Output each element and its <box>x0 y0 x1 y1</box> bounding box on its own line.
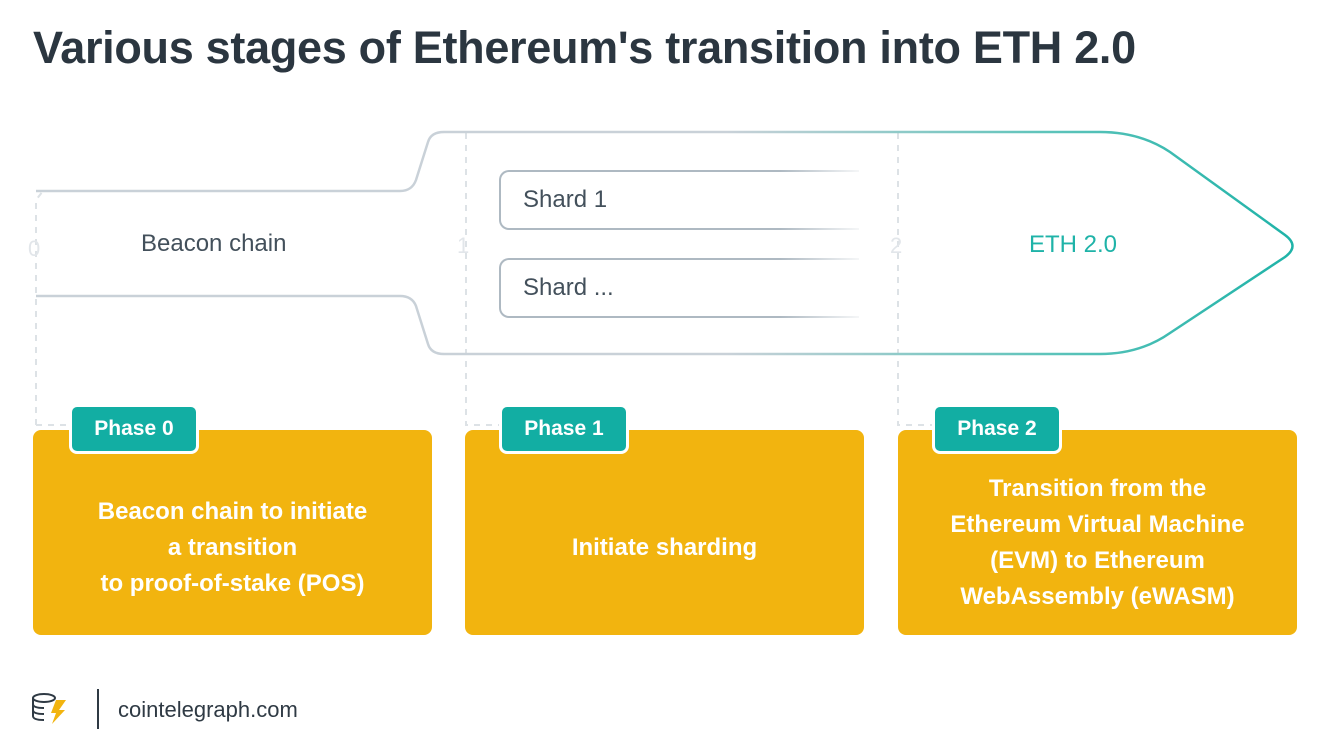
phase-0-card: Beacon chain to initiate a transition to… <box>33 430 432 635</box>
beacon-chain-label: Beacon chain <box>141 230 287 257</box>
stage-number-2: 2 <box>890 233 903 258</box>
phase-2-card: Transition from the Ethereum Virtual Mac… <box>898 430 1297 635</box>
footer-site[interactable]: cointelegraph.com <box>118 697 298 722</box>
phase-2-badge: Phase 2 <box>932 404 1062 454</box>
transition-arrow <box>36 130 1294 356</box>
shard-n-fade <box>780 256 870 320</box>
phase-1-card: Initiate sharding <box>465 430 864 635</box>
cointelegraph-logo-icon <box>32 693 66 724</box>
shard-1-label: Shard 1 <box>523 186 608 213</box>
footer-divider <box>97 689 99 729</box>
stage-number-1: 1 <box>457 233 470 258</box>
eth2-label: ETH 2.0 <box>1029 231 1118 258</box>
stage-2-guide <box>897 133 933 426</box>
phase-0-badge: Phase 0 <box>69 404 199 454</box>
shard-n-label: Shard ... <box>523 274 614 301</box>
phase-1-description: Initiate sharding <box>571 533 758 561</box>
phase-2-description: Transition from the Ethereum Virtual Mac… <box>950 474 1245 610</box>
stage-1-guide <box>465 133 500 426</box>
phase-0-description: Beacon chain to initiate a transition to… <box>97 497 368 597</box>
page-title: Various stages of Ethereum's transition … <box>33 22 1136 73</box>
stage-number-0: 0 <box>28 236 41 261</box>
shard-1-fade <box>780 168 870 232</box>
stage-0-guide <box>35 190 44 425</box>
phase-1-badge: Phase 1 <box>499 404 629 454</box>
